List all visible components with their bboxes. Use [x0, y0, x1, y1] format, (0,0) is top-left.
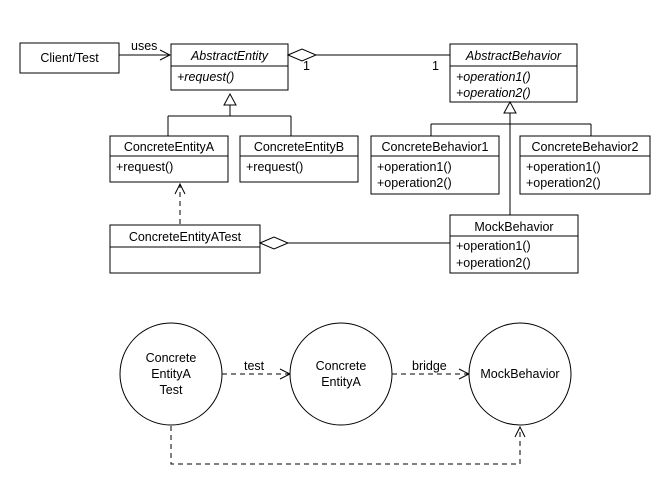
mock-behavior-name: MockBehavior: [474, 220, 553, 234]
behavior-generalization: [430, 100, 592, 215]
flow-node-mock: MockBehavior: [468, 322, 572, 426]
abstract-behavior-name: AbstractBehavior: [465, 49, 562, 63]
flow-node-test-line2: EntityA: [151, 367, 191, 381]
multiplicity-entity-side: 1: [303, 59, 310, 73]
abstract-entity-name: AbstractEntity: [190, 49, 269, 63]
flow-node-test-line3: Test: [160, 383, 183, 397]
concrete-entity-a-test-name: ConcreteEntityATest: [129, 230, 242, 244]
concrete-behavior-2-class: ConcreteBehavior2 +operation1() +operati…: [519, 135, 651, 195]
concrete-behavior-1-class: ConcreteBehavior1 +operation1() +operati…: [370, 135, 500, 195]
concrete-entity-b-op: +request(): [246, 160, 303, 174]
flow-test-label: test: [244, 359, 265, 373]
abstract-behavior-class: AbstractBehavior +operation1() +operatio…: [449, 43, 578, 103]
flow-node-mock-label: MockBehavior: [480, 367, 559, 381]
test-aggregation-diamond: [258, 236, 290, 250]
flow-bridge-label: bridge: [412, 359, 447, 373]
entity-generalization: [167, 92, 292, 136]
flow-node-test-line1: Concrete: [146, 351, 197, 365]
mock-behavior-op1: +operation1(): [456, 239, 531, 253]
concrete-entity-a-op: +request(): [116, 160, 173, 174]
mock-behavior-op2: +operation2(): [456, 256, 531, 270]
client-test-label: Client/Test: [40, 51, 99, 65]
client-test-class: Client/Test: [19, 42, 120, 74]
concrete-behavior-1-name: ConcreteBehavior1: [381, 140, 488, 154]
flow-node-entity: Concrete EntityA: [289, 322, 393, 426]
abstract-behavior-op2: +operation2(): [456, 86, 531, 100]
flow-node-entity-test: Concrete EntityA Test: [119, 322, 223, 426]
abstract-entity-op: +request(): [177, 70, 234, 84]
flow-node-entity-line1: Concrete: [316, 359, 367, 373]
concrete-behavior-1-op1: +operation1(): [377, 160, 452, 174]
concrete-entity-b-name: ConcreteEntityB: [254, 140, 344, 154]
abstract-behavior-op1: +operation1(): [456, 70, 531, 84]
aggregation-diamond: [286, 48, 318, 62]
abstract-entity-class: AbstractEntity +request(): [170, 43, 289, 91]
concrete-behavior-2-op2: +operation2(): [526, 176, 601, 190]
flow-node-entity-line2: EntityA: [321, 375, 361, 389]
mock-behavior-class: MockBehavior +operation1() +operation2(): [449, 214, 579, 274]
flow-test-to-mock-arrow: [170, 426, 520, 465]
concrete-behavior-1-op2: +operation2(): [377, 176, 452, 190]
concrete-behavior-2-op1: +operation1(): [526, 160, 601, 174]
uses-label: uses: [131, 39, 157, 53]
concrete-entity-a-test-class: ConcreteEntityATest: [109, 224, 261, 274]
multiplicity-behavior-side: 1: [432, 59, 439, 73]
concrete-behavior-2-name: ConcreteBehavior2: [531, 140, 638, 154]
concrete-entity-a-name: ConcreteEntityA: [124, 140, 215, 154]
concrete-entity-b-class: ConcreteEntityB +request(): [239, 135, 359, 183]
concrete-entity-a-class: ConcreteEntityA +request(): [109, 135, 229, 183]
